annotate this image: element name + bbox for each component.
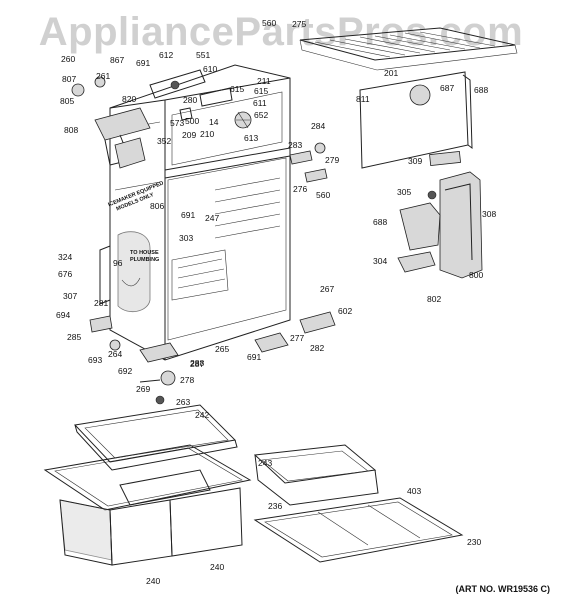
cabinet-hardware bbox=[89, 311, 336, 405]
callout-label-807: 807 bbox=[62, 74, 76, 84]
callout-label-500: 500 bbox=[185, 116, 199, 126]
callout-label-96: 96 bbox=[113, 258, 123, 268]
callout-label-265: 265 bbox=[215, 344, 229, 354]
callout-label-281: 281 bbox=[94, 298, 108, 308]
callout-label-610: 610 bbox=[203, 64, 217, 74]
callout-label-275: 275 bbox=[292, 19, 306, 29]
callout-label-309: 309 bbox=[408, 156, 422, 166]
callout-label-261: 261 bbox=[96, 71, 110, 81]
callout-label-303: 303 bbox=[179, 233, 193, 243]
callout-label-288: 288 bbox=[190, 358, 204, 368]
callout-label-269: 269 bbox=[136, 384, 150, 394]
callout-label-279: 279 bbox=[325, 155, 339, 165]
callout-label-693: 693 bbox=[88, 355, 102, 365]
callout-label-276: 276 bbox=[293, 184, 307, 194]
callout-label-806: 806 bbox=[150, 201, 164, 211]
callout-label-615: 615 bbox=[230, 84, 244, 94]
callout-label-688: 688 bbox=[474, 85, 488, 95]
callout-label-243: 243 bbox=[258, 458, 272, 468]
callout-label-263: 263 bbox=[176, 397, 190, 407]
house-plumbing-note: TO HOUSE PLUMBING bbox=[130, 250, 159, 263]
callout-label-692: 692 bbox=[118, 366, 132, 376]
callout-label-283: 283 bbox=[288, 140, 302, 150]
art-number: (ART NO. WR19536 C) bbox=[455, 584, 550, 594]
callout-label-560: 560 bbox=[316, 190, 330, 200]
callout-label-615: 615 bbox=[254, 86, 268, 96]
callout-label-403: 403 bbox=[407, 486, 421, 496]
callout-label-551: 551 bbox=[196, 50, 210, 60]
callout-label-201: 201 bbox=[384, 68, 398, 78]
callout-label-209: 209 bbox=[182, 130, 196, 140]
fresh-food-drawers bbox=[43, 404, 252, 566]
callout-label-352: 352 bbox=[157, 136, 171, 146]
callout-label-687: 687 bbox=[440, 83, 454, 93]
callout-label-240: 240 bbox=[146, 576, 160, 586]
callout-label-573: 573 bbox=[170, 118, 184, 128]
callout-label-800: 800 bbox=[469, 270, 483, 280]
freezer-shelf-wire bbox=[299, 27, 518, 71]
callout-label-805: 805 bbox=[60, 96, 74, 106]
callout-label-308: 308 bbox=[482, 209, 496, 219]
icemaker-assembly bbox=[71, 69, 252, 169]
house-note-line1: TO HOUSE bbox=[130, 250, 159, 256]
callout-label-867: 867 bbox=[110, 55, 124, 65]
callout-label-560: 560 bbox=[262, 18, 276, 28]
callout-label-14: 14 bbox=[209, 117, 219, 127]
callout-label-211: 211 bbox=[257, 76, 271, 86]
callout-label-278: 278 bbox=[180, 375, 194, 385]
callout-label-242: 242 bbox=[195, 410, 209, 420]
callout-label-307: 307 bbox=[63, 291, 77, 301]
callout-label-277: 277 bbox=[290, 333, 304, 343]
callout-label-260: 260 bbox=[61, 54, 75, 64]
callout-label-284: 284 bbox=[311, 121, 325, 131]
callout-label-611: 611 bbox=[253, 98, 267, 108]
callout-label-691: 691 bbox=[247, 352, 261, 362]
callout-label-240: 240 bbox=[210, 562, 224, 572]
callout-label-676: 676 bbox=[58, 269, 72, 279]
callout-label-820: 820 bbox=[122, 94, 136, 104]
callout-label-282: 282 bbox=[310, 343, 324, 353]
cover-brackets bbox=[289, 142, 328, 183]
refrigerator-cabinet bbox=[99, 64, 291, 361]
callout-labels: 560 275 260 867 691 612 551 610 807 261 211 805 820 6… bbox=[56, 18, 496, 586]
callout-label-612: 612 bbox=[159, 50, 173, 60]
callout-label-691: 691 bbox=[181, 210, 195, 220]
callout-label-613: 613 bbox=[244, 133, 258, 143]
callout-label-267: 267 bbox=[320, 284, 334, 294]
callout-label-802: 802 bbox=[427, 294, 441, 304]
house-note-line2: PLUMBING bbox=[130, 257, 159, 263]
dispenser-parts bbox=[397, 171, 483, 279]
callout-label-811: 811 bbox=[356, 94, 370, 104]
callout-label-304: 304 bbox=[373, 256, 387, 266]
callout-label-602: 602 bbox=[338, 306, 352, 316]
lower-right-drawer-shelf bbox=[253, 444, 464, 563]
callout-label-285: 285 bbox=[67, 332, 81, 342]
callout-label-287: 287 bbox=[190, 359, 204, 369]
callout-label-236: 236 bbox=[268, 501, 282, 511]
callout-label-691: 691 bbox=[136, 58, 150, 68]
callout-label-808: 808 bbox=[64, 125, 78, 135]
callout-label-210: 210 bbox=[200, 129, 214, 139]
callout-label-694: 694 bbox=[56, 310, 70, 320]
callout-label-324: 324 bbox=[58, 252, 72, 262]
callout-label-264: 264 bbox=[108, 349, 122, 359]
freezer-back-panel bbox=[359, 71, 473, 169]
callout-label-247: 247 bbox=[205, 213, 219, 223]
callout-label-305: 305 bbox=[397, 187, 411, 197]
callout-label-652: 652 bbox=[254, 110, 268, 120]
callout-label-688: 688 bbox=[373, 217, 387, 227]
label-309 bbox=[429, 151, 461, 166]
callout-label-230: 230 bbox=[467, 537, 481, 547]
callout-label-280: 280 bbox=[183, 95, 197, 105]
